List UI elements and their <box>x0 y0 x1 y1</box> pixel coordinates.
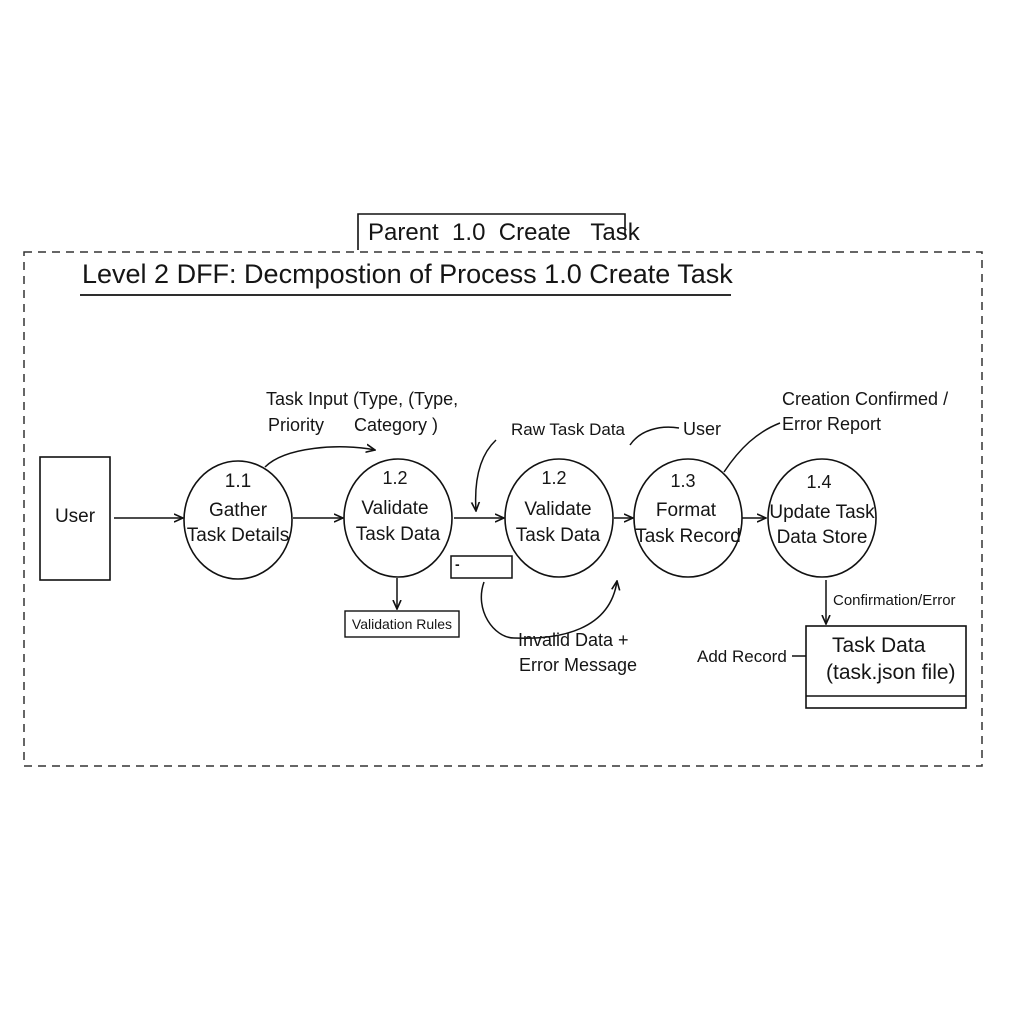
process-1-4-line2: Data Store <box>776 527 868 548</box>
validation-rules-label: Validation Rules <box>351 616 453 632</box>
process-1-4-line1: Update Task <box>769 502 875 523</box>
process-1-2b-number: 1.2 <box>541 468 567 488</box>
process-1-2a-line2: Task Data <box>355 524 441 545</box>
process-1-2a-circle <box>343 458 453 578</box>
flow-label-task-input-2: Priority Category ) <box>268 415 439 435</box>
parent-tab-bracket <box>357 213 626 250</box>
process-1-1-number: 1.1 <box>224 471 252 492</box>
flow-label-confirmation-error: Confirmation/Error <box>833 592 956 609</box>
parent-tab-label: Parent 1.0 Create Task <box>368 219 640 246</box>
small-store-label: - <box>455 556 460 572</box>
flow-creation-confirmed-curve <box>723 422 781 473</box>
process-1-2b-line2: Task Data <box>515 525 601 546</box>
user-entity-label: User <box>54 506 96 527</box>
small-store-box <box>450 555 513 579</box>
validation-rules-box <box>344 610 460 638</box>
process-1-2b-line1: Validate <box>524 499 592 520</box>
task-data-store-line2: (task.json file) <box>826 661 956 684</box>
process-1-4-circle <box>767 458 877 578</box>
process-1-1-line2: Task Details <box>186 525 290 546</box>
flow-label-add-record: Add Record <box>697 647 787 666</box>
task-data-store-box <box>805 625 967 709</box>
task-data-store-line1: Task Data <box>832 634 926 657</box>
diagram-title: Level 2 DFF: Decmpostion of Process 1.0 … <box>82 259 733 289</box>
process-1-1-circle <box>183 460 293 580</box>
process-1-2a-line1: Validate <box>361 498 429 519</box>
flow-label-creation-2: Error Report <box>782 414 882 434</box>
flow-label-raw-task-data: Raw Task Data <box>511 420 626 439</box>
flow-label-user: User <box>683 419 722 439</box>
process-1-3-line2: Task Record <box>635 526 741 547</box>
flow-label-creation-1: Creation Confirmed / <box>782 389 949 409</box>
flow-label-invalid-2: Error Message <box>519 655 638 675</box>
flow-invalid-data-loop <box>480 581 617 639</box>
flow-task-input-curve <box>264 447 375 468</box>
flow-label-invalid-1: Invalid Data + <box>518 630 629 650</box>
process-1-2a-number: 1.2 <box>382 468 408 488</box>
user-entity-box <box>39 456 111 581</box>
process-1-2b-circle <box>504 458 614 578</box>
flow-raw-task-data-curve <box>476 439 497 511</box>
flow-user-swoosh <box>629 426 680 446</box>
boundary-dashed-box <box>23 251 983 767</box>
process-1-3-line1: Format <box>655 500 717 521</box>
process-1-1-line1: Gather <box>208 500 268 521</box>
process-1-4-number: 1.4 <box>806 472 832 492</box>
process-1-3-number: 1.3 <box>670 471 696 491</box>
flow-label-task-input-1: Task Input (Type, (Type, <box>266 389 459 409</box>
